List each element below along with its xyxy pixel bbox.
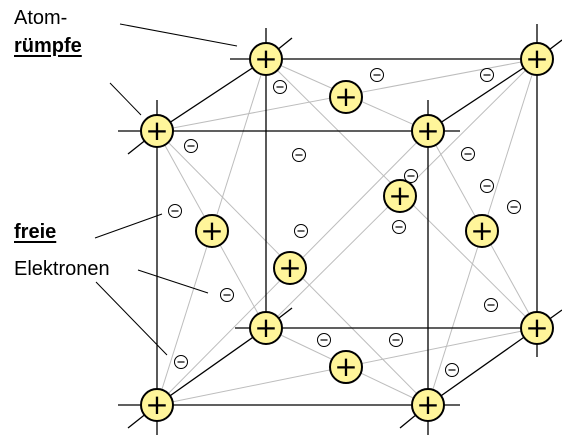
- free-label-line1: freie: [14, 221, 57, 243]
- atom-core-circle: [249, 311, 283, 345]
- plus-sign: +: [334, 80, 357, 113]
- plus-sign: +: [470, 214, 493, 247]
- atom-core-circle: [140, 114, 174, 148]
- atom-core-circle: [273, 251, 307, 285]
- free-electron: [292, 148, 306, 162]
- atom-core-circle: [520, 42, 554, 76]
- plus-sign: +: [416, 114, 439, 147]
- atom-core-circle: [195, 214, 229, 248]
- cube-edge: [156, 58, 267, 132]
- atom-core: +: [520, 42, 554, 76]
- label-pointer-line: [137, 269, 209, 294]
- free-electron: [168, 204, 182, 218]
- cube-edge: [156, 327, 267, 406]
- cube-edges: [156, 58, 538, 406]
- label-pointers: [94, 23, 238, 356]
- atom-core: +: [140, 114, 174, 148]
- free-electron: [484, 298, 498, 312]
- plus-sign: +: [525, 311, 548, 344]
- free-electron: [294, 224, 308, 238]
- free-electron: [445, 363, 459, 377]
- atom-core: +: [249, 42, 283, 76]
- atom-core-circle: [411, 388, 445, 422]
- free-electron: [507, 200, 521, 214]
- free-electron: [273, 80, 287, 94]
- free-label-line2: Elektronen: [14, 258, 110, 280]
- atom-core-circle: [329, 80, 363, 114]
- atom-cores: ++++++++++++++: [140, 42, 554, 422]
- plus-sign: +: [334, 350, 357, 383]
- plus-sign: +: [254, 311, 277, 344]
- atom-label-line2: rümpfe: [14, 35, 82, 57]
- atom-core: +: [249, 311, 283, 345]
- free-electron: [404, 169, 418, 183]
- atom-core-circle: [383, 179, 417, 213]
- plus-sign: +: [388, 179, 411, 212]
- plus-sign: +: [525, 42, 548, 75]
- free-electron: [220, 288, 234, 302]
- free-electron: [174, 355, 188, 369]
- label-pointer-line: [119, 23, 238, 47]
- atom-core-circle: [520, 311, 554, 345]
- atom-core: +: [329, 80, 363, 114]
- plus-sign: +: [254, 42, 277, 75]
- atom-core-circle: [329, 350, 363, 384]
- atom-core: +: [411, 388, 445, 422]
- free-electron: [461, 147, 475, 161]
- atom-core: +: [140, 388, 174, 422]
- plus-sign: +: [145, 114, 168, 147]
- free-electron: [370, 68, 384, 82]
- atom-core-circle: [411, 114, 445, 148]
- plus-sign: +: [278, 251, 301, 284]
- atom-label-line1: Atom-: [14, 7, 68, 29]
- atom-core: +: [329, 350, 363, 384]
- plus-sign: +: [416, 388, 439, 421]
- free-electron: [392, 220, 406, 234]
- free-electron: [184, 139, 198, 153]
- cube-edge: [427, 58, 538, 132]
- plus-sign: +: [200, 214, 223, 247]
- cube-edge: [427, 327, 538, 406]
- free-electron: [389, 333, 403, 347]
- label-pointer-line: [95, 281, 168, 356]
- label-pointer-line: [109, 82, 142, 116]
- atom-core: +: [465, 214, 499, 248]
- free-electrons: [168, 68, 521, 377]
- atom-core-circle: [249, 42, 283, 76]
- free-electron: [480, 179, 494, 193]
- atom-core: +: [383, 179, 417, 213]
- plus-sign: +: [145, 388, 168, 421]
- atom-core-circle: [140, 388, 174, 422]
- atom-core-circle: [465, 214, 499, 248]
- label-pointer-line: [94, 213, 163, 239]
- atom-core: +: [273, 251, 307, 285]
- atom-core: +: [195, 214, 229, 248]
- atom-core: +: [520, 311, 554, 345]
- atom-core: +: [411, 114, 445, 148]
- free-electron: [480, 68, 494, 82]
- free-electron: [317, 333, 331, 347]
